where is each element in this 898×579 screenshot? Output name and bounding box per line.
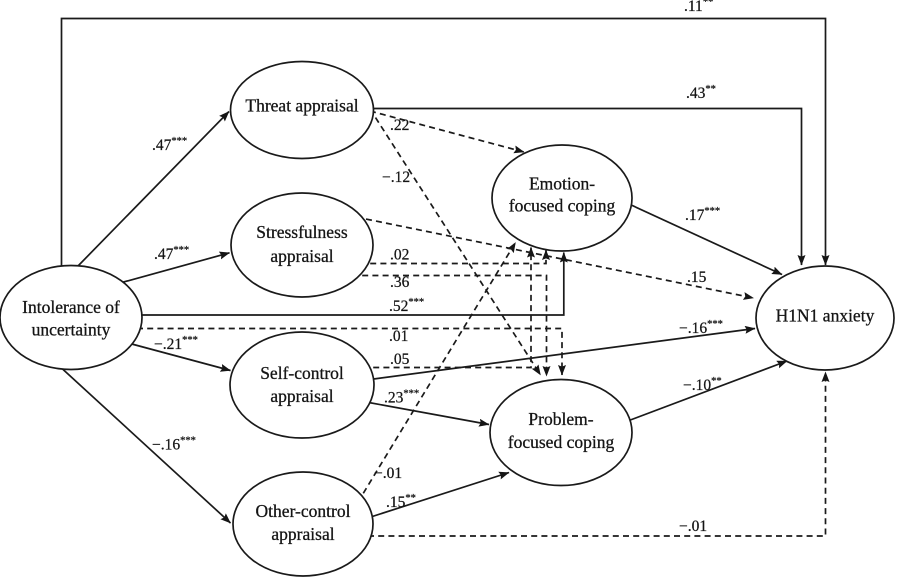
svg-text:.02: .02 (390, 247, 409, 264)
svg-text:.47***: .47*** (154, 245, 189, 263)
svg-text:appraisal: appraisal (271, 524, 334, 544)
svg-text:−.21***: −.21*** (154, 335, 198, 353)
svg-text:appraisal: appraisal (270, 246, 333, 266)
svg-text:.23***: .23*** (384, 389, 419, 407)
svg-text:H1N1 anxiety: H1N1 anxiety (776, 306, 875, 326)
svg-text:Threat appraisal: Threat appraisal (245, 96, 358, 116)
svg-text:.05: .05 (390, 351, 410, 368)
svg-text:.22: .22 (390, 117, 409, 134)
svg-text:Intolerance of: Intolerance of (22, 297, 120, 317)
svg-text:Stressfulness: Stressfulness (256, 222, 348, 242)
svg-text:.15**: .15** (386, 493, 416, 511)
svg-text:Self-control: Self-control (260, 363, 344, 383)
svg-text:.43**: .43** (686, 84, 716, 102)
svg-text:−.10**: −.10** (683, 376, 722, 394)
svg-text:.15: .15 (687, 269, 707, 286)
svg-text:uncertainty: uncertainty (32, 320, 111, 340)
svg-text:−.01: −.01 (679, 518, 707, 535)
svg-text:.17***: .17*** (685, 206, 720, 224)
svg-text:Problem-: Problem- (528, 409, 593, 429)
svg-text:focused coping: focused coping (509, 196, 616, 216)
svg-text:.01: .01 (389, 328, 408, 345)
svg-text:focused coping: focused coping (508, 432, 615, 452)
svg-text:−.16***: −.16*** (152, 436, 196, 454)
svg-text:−.01: −.01 (374, 465, 402, 482)
svg-text:appraisal: appraisal (270, 386, 333, 406)
svg-text:Other-control: Other-control (256, 501, 351, 521)
svg-text:−.12: −.12 (382, 169, 410, 186)
svg-text:Emotion-: Emotion- (529, 174, 595, 194)
svg-text:.52***: .52*** (389, 297, 424, 315)
svg-text:.47***: .47*** (152, 136, 187, 154)
svg-text:.11**: .11** (684, 0, 713, 15)
svg-text:.36: .36 (390, 274, 410, 291)
